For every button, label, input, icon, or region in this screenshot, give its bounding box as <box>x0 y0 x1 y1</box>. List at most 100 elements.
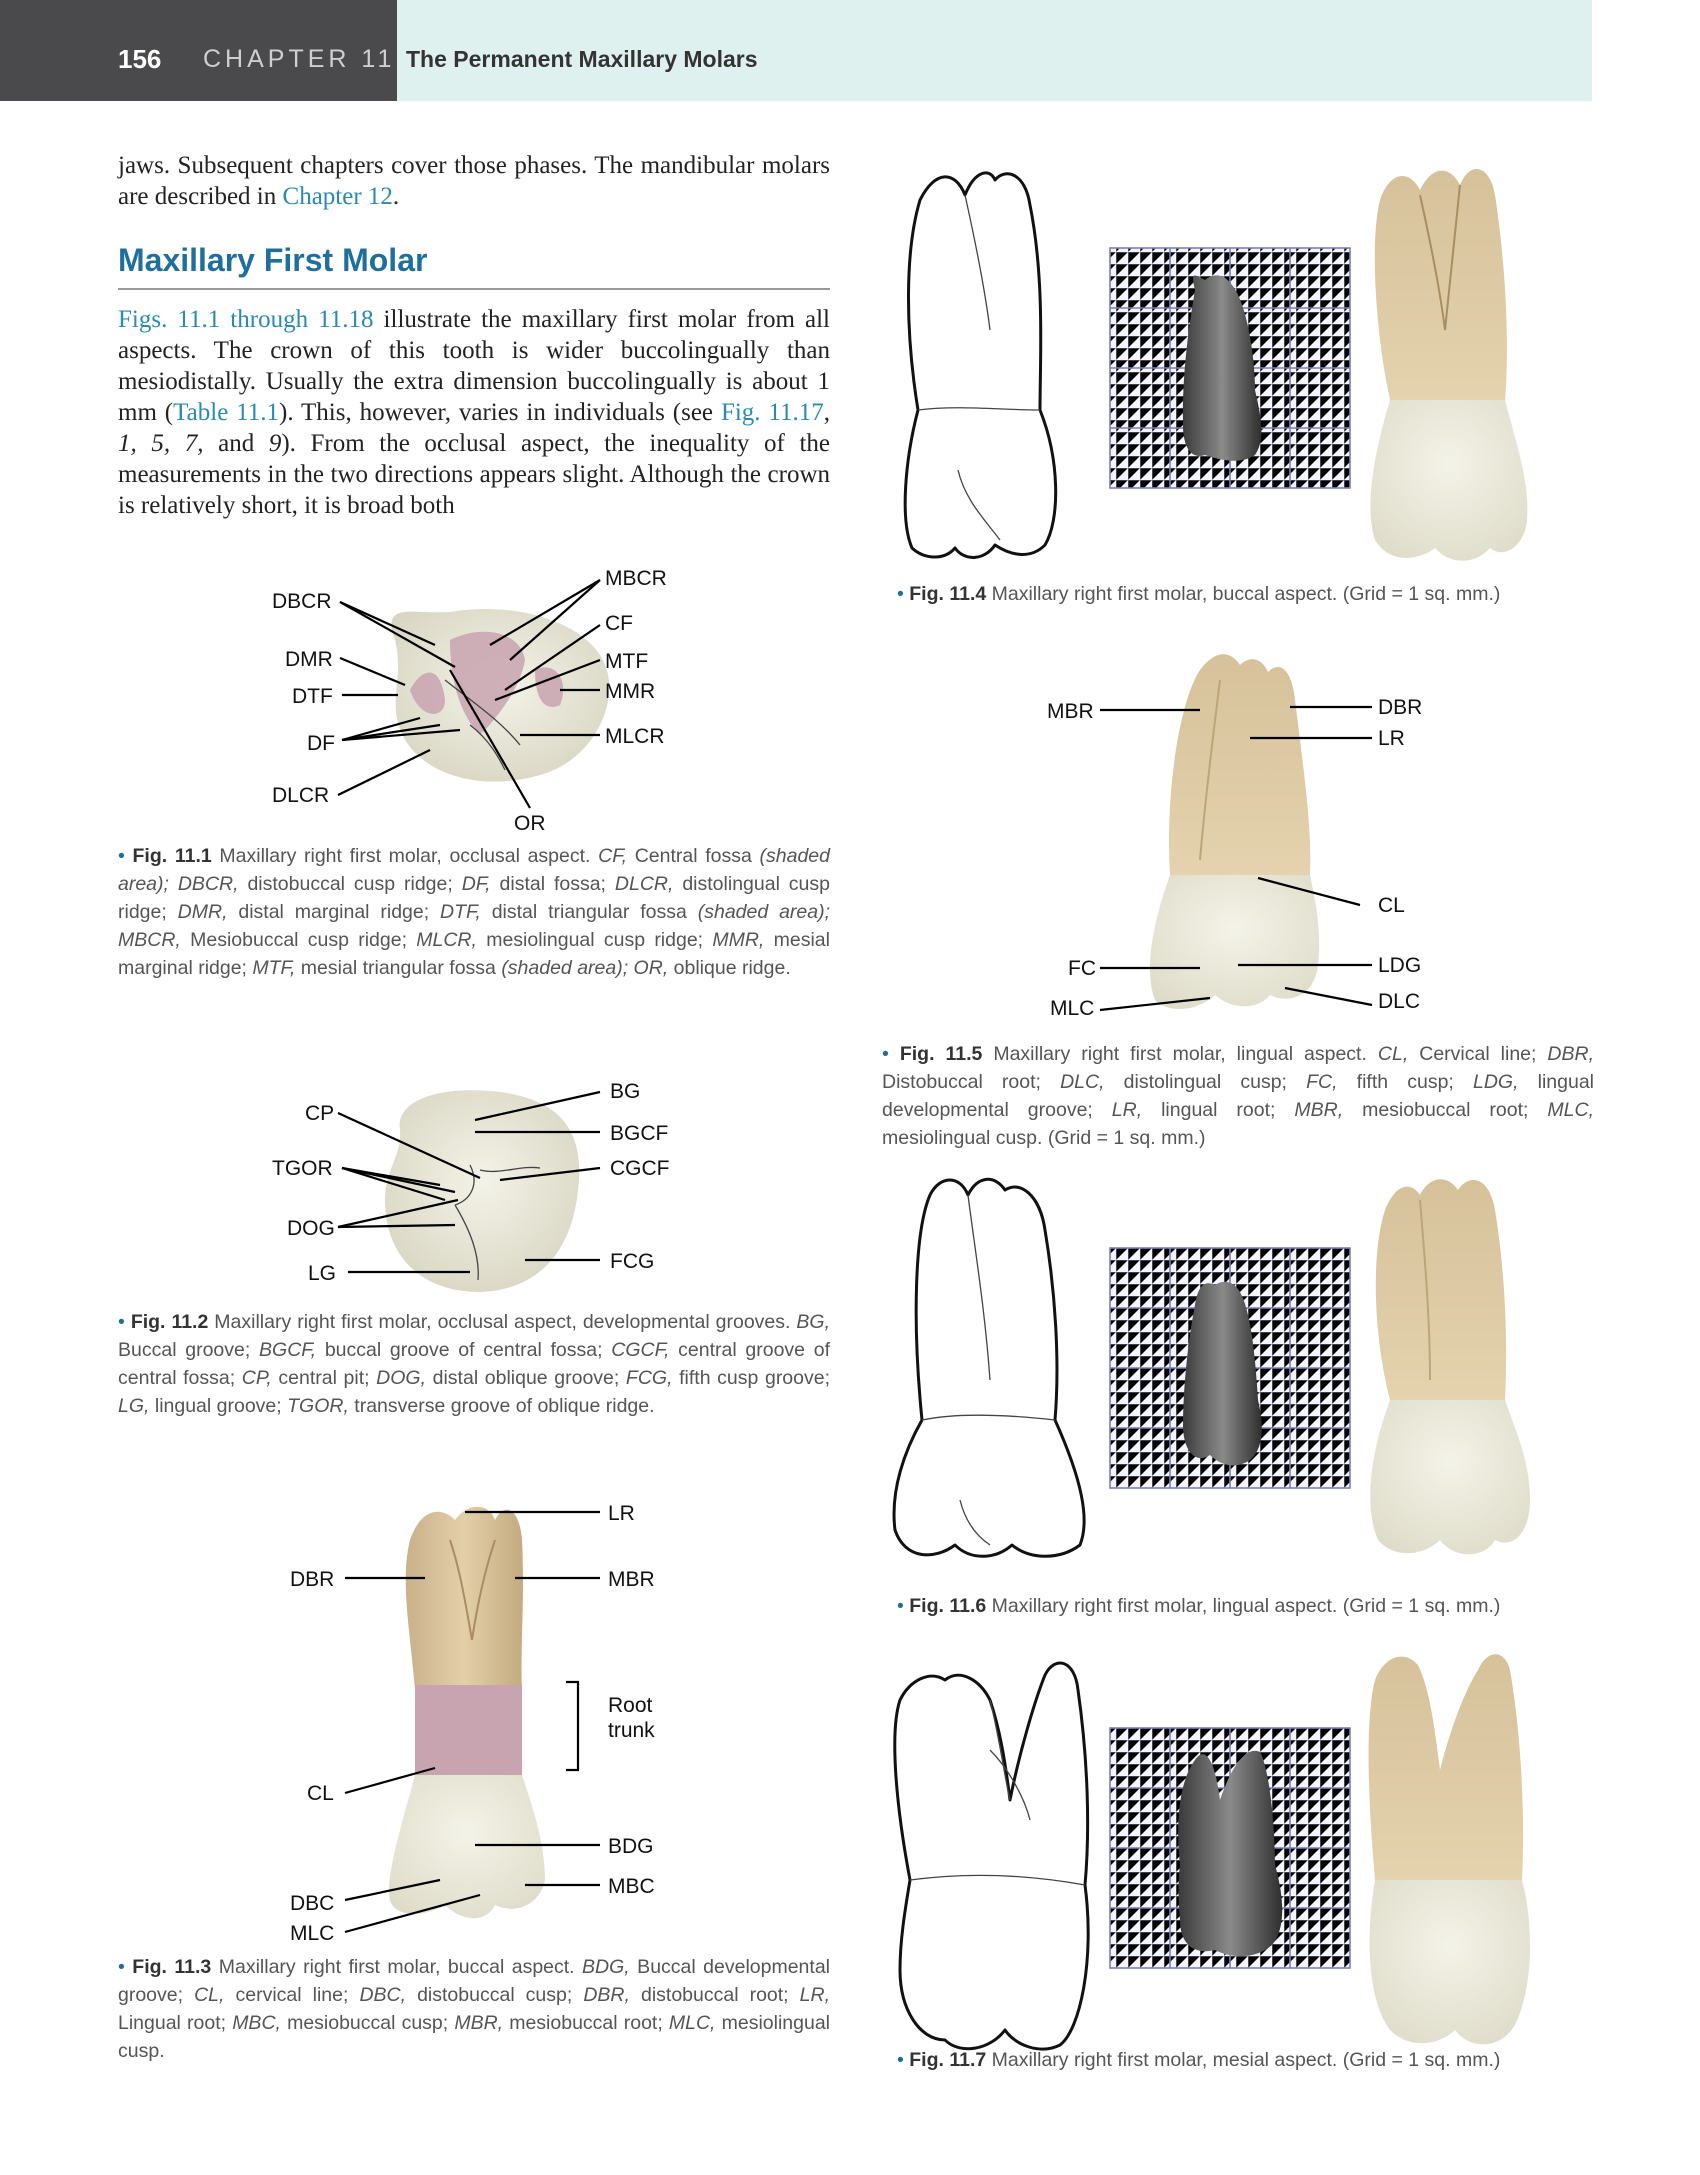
fig3-label-bdg: BDG <box>608 1835 654 1858</box>
caption-definition: Cervical line; <box>1408 1043 1548 1065</box>
caption-abbrev: MBR, <box>454 2012 504 2034</box>
fig3-label-dbr: DBR <box>290 1568 334 1591</box>
caption-abbrev: MLC, <box>1547 1099 1594 1121</box>
caption-abbrev: DLC, <box>1060 1071 1105 1093</box>
intro-paragraph: jaws. Subsequent chapters cover those ph… <box>118 152 830 210</box>
caption-definition: lingual developmental groove; <box>882 1071 1594 1121</box>
caption-abbrev: DBR, <box>1547 1043 1595 1065</box>
caption-abbrev: LR, <box>1111 1099 1143 1121</box>
caption-definition: distobuccal cusp ridge; <box>238 873 462 895</box>
caption-definition: fifth cusp; <box>1337 1071 1473 1093</box>
fig1-label-dbcr: DBCR <box>272 590 332 613</box>
table-link[interactable]: Table 11.1 <box>173 399 280 426</box>
fig-11-5-caption: • Fig. 11.5 Maxillary right first molar,… <box>882 1043 1595 1149</box>
caption-definition: distolingual cusp; <box>1104 1071 1307 1093</box>
fig5-label-mlc: MLC <box>1050 997 1094 1020</box>
caption-definition: fifth cusp groove; <box>672 1367 831 1389</box>
caption-abbrev: MLC, <box>668 2012 716 2034</box>
chapter-12-link[interactable]: Chapter 12 <box>282 183 393 210</box>
caption-definition: lingual groove; <box>149 1395 288 1417</box>
fig1-label-df: DF <box>307 732 335 755</box>
caption-abbrev: MMR, <box>712 929 765 951</box>
caption-definition: mesiobuccal cusp; <box>280 2012 455 2034</box>
caption-abbrev: FC, <box>1306 1071 1338 1093</box>
caption-abbrev: LR, <box>799 1984 830 2006</box>
fig-11-7-color-illustration <box>1368 1654 1531 2045</box>
fig3-label-cl: CL <box>307 1782 334 1805</box>
caption-abbrev: MLCR, <box>416 929 477 951</box>
fig5-label-ldg: LDG <box>1378 954 1421 977</box>
caption-definition: distobuccal root; <box>629 1984 800 2006</box>
fig-11-7-caption: • Fig. 11.7 Maxillary right first molar,… <box>897 2049 1501 2071</box>
fig-11-6-grid-photo <box>1109 1247 1351 1489</box>
section-paragraph: Figs. 11.1 through 11.18 illustrate the … <box>118 306 831 519</box>
caption-definition: distal triangular fossa <box>480 901 698 923</box>
caption-abbrev: (shaded area); OR, <box>501 957 669 979</box>
fig-11-6-caption: • Fig. 11.6 Maxillary right first molar,… <box>897 1595 1501 1617</box>
header-bar-light <box>397 0 1592 101</box>
caption-abbrev: LG, <box>118 1395 150 1417</box>
fig-11-2-leaders <box>337 1090 601 1274</box>
caption-definition: Mesiobuccal cusp ridge; <box>180 929 417 951</box>
caption-definition: central groove of central fossa; <box>118 1339 831 1389</box>
caption-abbrev: DBC, <box>359 1984 407 2006</box>
caption-abbrev: CF, <box>598 845 628 867</box>
fig1-label-mbcr: MBCR <box>605 567 667 590</box>
fig-11-6-color-illustration <box>1370 1179 1530 1555</box>
caption-definition: Central fossa <box>627 845 760 867</box>
caption-abbrev: BGCF, <box>259 1339 317 1361</box>
fig3-label-root: Root <box>608 1694 653 1717</box>
fig3-label-mlc: MLC <box>290 1922 334 1945</box>
caption-abbrev: DLCR, <box>614 873 674 895</box>
caption-definition: distal marginal ridge; <box>227 901 441 923</box>
caption-definition: transverse groove of oblique ridge. <box>348 1395 655 1417</box>
section-rule <box>118 288 830 290</box>
caption-abbrev: DOG, <box>376 1367 427 1389</box>
caption-definition: mesial triangular fossa <box>295 957 502 979</box>
fig-11-1-caption: • Fig. 11.1 Maxillary right first molar,… <box>118 845 831 979</box>
fig-11-1-leaders <box>337 579 601 809</box>
fig-11-2-caption: • Fig. 11.2 Maxillary right first molar,… <box>118 1311 831 1417</box>
fig5-label-lr: LR <box>1378 727 1405 750</box>
fig-11-5-tooth <box>1150 654 1320 1010</box>
fig2-label-fcg: FCG <box>610 1250 654 1273</box>
fig-11-2-tooth <box>385 1090 580 1292</box>
caption-abbrev: DF, <box>461 873 491 895</box>
caption-definition: distobuccal cusp; <box>406 1984 584 2006</box>
fig1-label-dmr: DMR <box>285 648 333 671</box>
fig2-label-cgcf: CGCF <box>610 1157 670 1180</box>
caption-definition: Buccal groove; <box>118 1339 260 1361</box>
caption-abbrev: DBR, <box>583 1984 630 2006</box>
caption-abbrev: CL, <box>1377 1043 1409 1065</box>
caption-abbrev: TGOR, <box>287 1395 349 1417</box>
caption-abbrev: (shaded area); DBCR, <box>118 845 830 895</box>
fig-11-4-caption: • Fig. 11.4 Maxillary right first molar,… <box>897 583 1501 605</box>
caption-abbrev: CGCF, <box>611 1339 670 1361</box>
caption-definition: central pit; <box>271 1367 377 1389</box>
caption-abbrev: DTF, <box>440 901 481 923</box>
fig-11-7-grid-photo <box>1109 1727 1351 1969</box>
caption-definition: Buccal developmental groove; <box>118 1956 830 2006</box>
fig-11-4-grid-photo <box>1109 247 1351 489</box>
fig2-label-bg: BG <box>610 1080 640 1103</box>
caption-abbrev: MTF, <box>252 957 296 979</box>
caption-definition: distal oblique groove; <box>426 1367 626 1389</box>
fig-11-3-caption: • Fig. 11.3 Maxillary right first molar,… <box>118 1956 831 2062</box>
page-number: 156 <box>118 44 162 74</box>
caption-definition: buccal groove of central fossa; <box>316 1339 612 1361</box>
caption-definition: lingual root; <box>1142 1099 1295 1121</box>
caption-definition: Distobuccal root; <box>882 1071 1061 1093</box>
fig1-label-dtf: DTF <box>292 685 333 708</box>
fig1-label-mmr: MMR <box>605 680 655 703</box>
chapter-label: CHAPTER 11 <box>203 45 396 73</box>
figs-link[interactable]: Figs. 11.1 through 11.18 <box>118 306 374 333</box>
caption-definition: Lingual root; <box>118 2012 233 2034</box>
fig-11-17-link[interactable]: Fig. 11.17 <box>720 399 824 426</box>
fig3-label-dbc: DBC <box>290 1892 334 1915</box>
caption-definition: distal fossa; <box>490 873 615 895</box>
fig2-label-cp: CP <box>305 1102 334 1125</box>
fig-11-1-tooth <box>391 608 610 782</box>
fig2-label-lg: LG <box>308 1262 336 1285</box>
caption-definition: mesiobuccal root; <box>503 2012 669 2034</box>
